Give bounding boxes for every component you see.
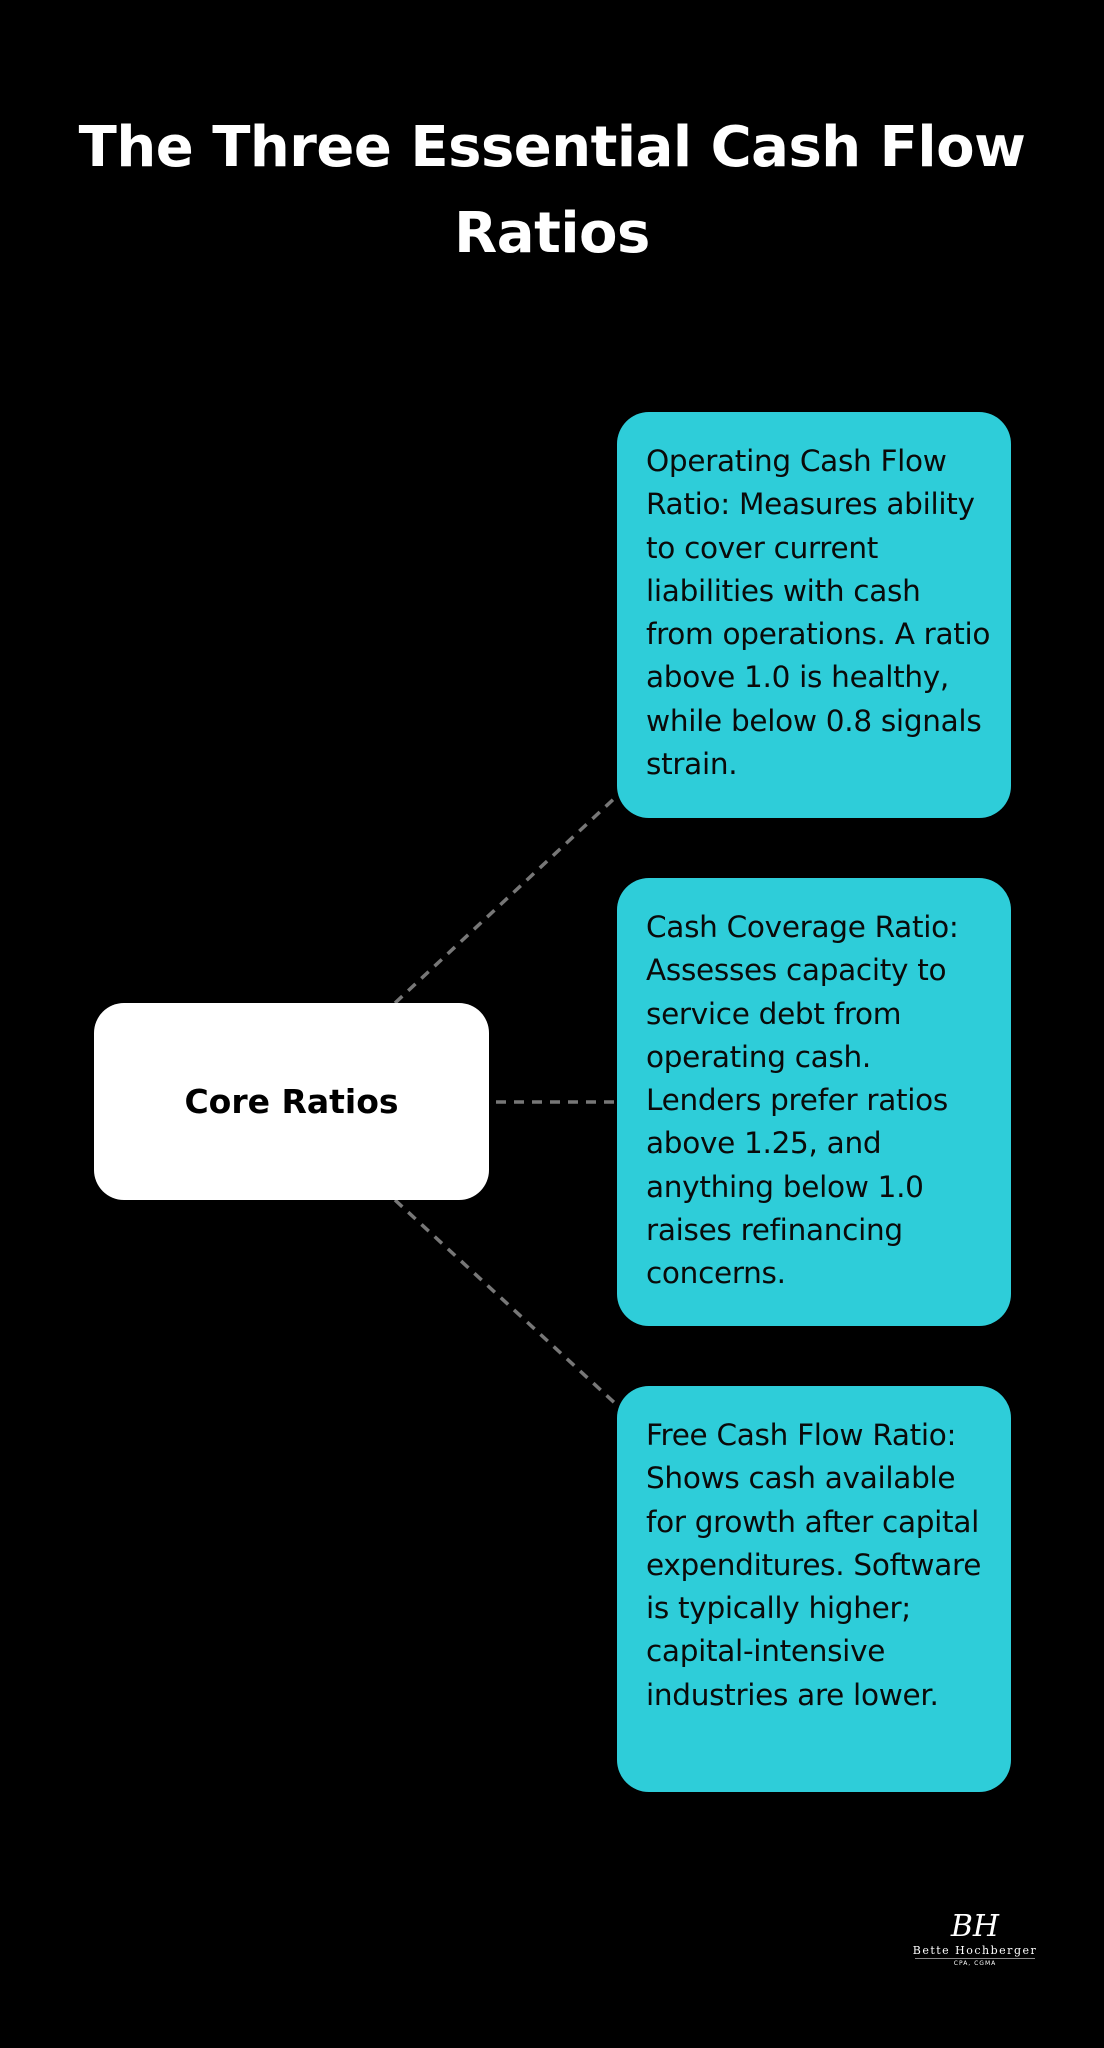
card-text: Operating Cash Flow Ratio: Measures abil…: [646, 444, 991, 782]
connector-bottom: [393, 1198, 620, 1408]
card-free-cash-flow-ratio: Free Cash Flow Ratio: Shows cash availab…: [617, 1386, 1011, 1792]
card-operating-cash-flow-ratio: Operating Cash Flow Ratio: Measures abil…: [617, 412, 1011, 818]
card-text: Free Cash Flow Ratio: Shows cash availab…: [646, 1418, 982, 1712]
logo-monogram: BH: [950, 1909, 1000, 1944]
card-text: Cash Coverage Ratio: Assesses capacity t…: [646, 910, 959, 1291]
center-node-label: Core Ratios: [184, 1082, 399, 1121]
logo-credentials: CPA, CGMA: [915, 1958, 1035, 1968]
center-node-core-ratios: Core Ratios: [94, 1003, 489, 1200]
logo-name: Bette Hochberger: [912, 1944, 1038, 1957]
card-cash-coverage-ratio: Cash Coverage Ratio: Assesses capacity t…: [617, 878, 1011, 1326]
connector-top: [393, 793, 620, 1005]
page-title: The Three Essential Cash Flow Ratios: [78, 115, 1026, 266]
brand-logo: BH Bette Hochberger CPA, CGMA: [905, 1910, 1045, 1982]
